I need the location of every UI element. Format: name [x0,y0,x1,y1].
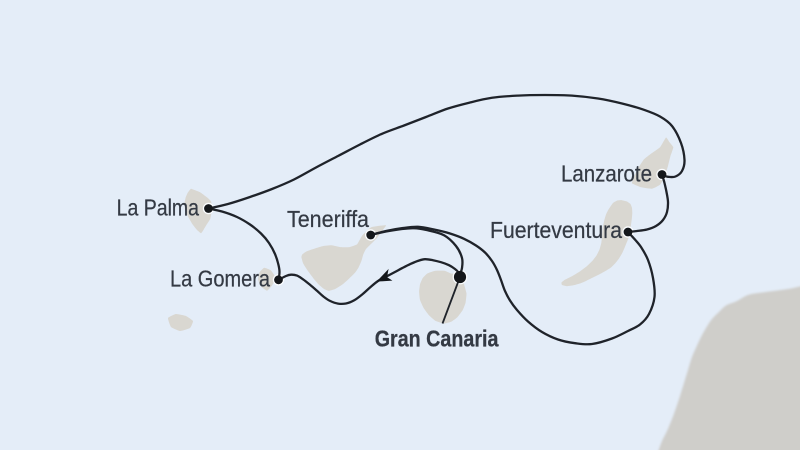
svg-text:Fuerteventura: Fuerteventura [490,217,622,243]
svg-text:La Gomera: La Gomera [170,266,270,292]
svg-text:La Palma: La Palma [117,194,200,220]
svg-text:Lanzarote: Lanzarote [561,160,652,186]
svg-text:Teneriffa: Teneriffa [287,206,369,232]
svg-text:Gran Canaria: Gran Canaria [375,325,499,351]
